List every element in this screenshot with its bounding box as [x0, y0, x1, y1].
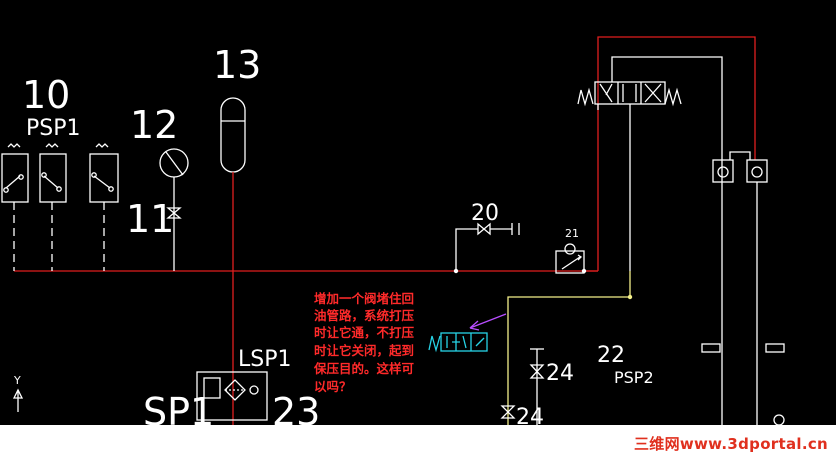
- added-valve[interactable]: [428, 332, 488, 353]
- pressure-switch-group: [1, 143, 119, 271]
- annotation-line-2: 油管路，系统打压: [314, 308, 415, 323]
- label-22: 22: [597, 343, 625, 368]
- label-10: 10: [22, 73, 70, 117]
- return-line[interactable]: [507, 271, 631, 425]
- axis-y-label: Y: [13, 374, 21, 387]
- annotation-line-4: 时让它关闭，起到: [314, 343, 414, 358]
- annotation-line-3: 时让它通，不打压: [314, 325, 415, 340]
- pressure-riser: [597, 36, 756, 271]
- label-psp1: PSP1: [26, 116, 81, 141]
- axis-indicator: [12, 388, 24, 412]
- annotation-line-5: 保压目的。这样可: [313, 361, 415, 376]
- label-24-lower: 24: [516, 405, 544, 425]
- label-lsp1: LSP1: [238, 347, 292, 372]
- label-12: 12: [130, 103, 178, 147]
- label-sp1: SP1: [143, 390, 214, 425]
- pressure-gauge: [159, 148, 189, 271]
- annotation-line-1: 增加一个阀堵住回: [314, 291, 414, 306]
- annotation-arrow: [469, 313, 507, 331]
- label-psp2: PSP2: [614, 368, 654, 387]
- shutoff-valve-11: [166, 207, 182, 219]
- shutoff-valves-24: [500, 348, 545, 425]
- filter-unit: [196, 371, 268, 421]
- check-valve-21: [555, 243, 598, 274]
- pilot-check-valves: [701, 151, 785, 425]
- label-24-upper: 24: [546, 361, 574, 386]
- label-21: 21: [565, 227, 579, 240]
- label-20: 20: [471, 201, 499, 226]
- label-13: 13: [213, 43, 261, 87]
- label-11: 11: [126, 197, 174, 241]
- site-watermark: 三维网www.3dportal.cn: [633, 435, 828, 453]
- hydraulic-schematic: 10 PSP1 12 11 13 20 21 22 PSP2 LSP1 SP1 …: [0, 0, 836, 425]
- directional-valve: [577, 56, 723, 425]
- annotation-line-6: 以吗？: [314, 379, 352, 394]
- accumulator: [220, 97, 246, 425]
- valve-20-branch: [453, 222, 520, 274]
- label-23: 23: [272, 390, 320, 425]
- annotation-note: 增加一个阀堵住回 油管路，系统打压 时让它通，不打压 时让它关闭，起到 保压目的…: [313, 291, 415, 394]
